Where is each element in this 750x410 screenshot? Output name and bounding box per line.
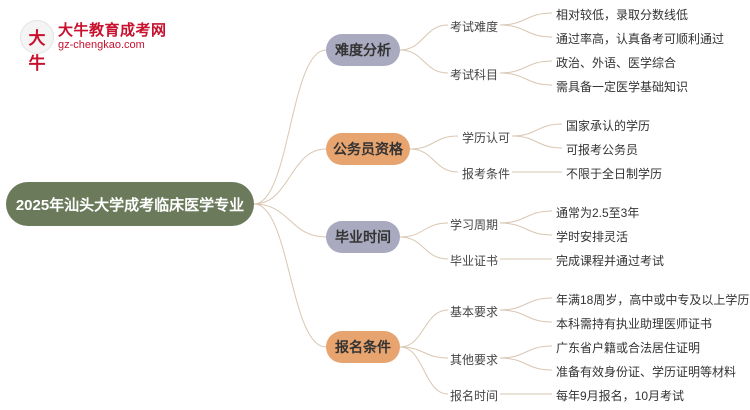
sub-node-study-period: 学习周期	[450, 218, 499, 232]
branch-node-registration: 报名条件	[326, 331, 400, 363]
sub-node-registration-time: 报名时间	[450, 389, 499, 403]
logo-icon: 大牛	[20, 20, 54, 74]
leaf-node: 通过率高，认真备考可顺利通过	[556, 32, 725, 46]
sub-node-basic-requirements: 基本要求	[450, 305, 499, 319]
branch-connector	[399, 346, 449, 395]
leaf-node: 不限于全日制学历	[566, 167, 663, 181]
leaf-node: 年满18周岁，高中或中专及以上学历	[556, 293, 750, 307]
sub-connector	[499, 357, 553, 371]
logo-title: 大牛教育成考网	[58, 22, 167, 39]
branch-node-difficulty: 难度分析	[326, 34, 400, 66]
branch-connector	[399, 346, 449, 359]
branch-connector	[399, 236, 449, 260]
root-connector	[253, 49, 327, 205]
sub-node-apply-conditions: 报考条件	[462, 167, 511, 181]
sub-connector	[499, 72, 553, 86]
sub-connector	[499, 297, 553, 311]
sub-connector	[499, 345, 553, 359]
leaf-node: 广东省户籍或合法居住证明	[556, 341, 701, 355]
leaf-node: 每年9月报名，10月考试	[556, 389, 685, 403]
sub-node-degree-recognition: 学历认可	[462, 131, 511, 145]
sub-node-diploma: 毕业证书	[450, 254, 499, 268]
leaf-node: 本科需持有执业助理医师证书	[556, 317, 713, 331]
branch-node-graduation: 毕业时间	[326, 221, 400, 253]
sub-connector	[499, 309, 553, 323]
sub-connector	[499, 222, 553, 236]
branch-connector	[409, 135, 459, 150]
branch-connector	[399, 49, 449, 74]
leaf-node: 通常为2.5至3年	[556, 206, 640, 220]
root-node: 2025年汕头大学成考临床医学专业	[6, 182, 254, 226]
leaf-node: 政治、外语、医学综合	[556, 56, 677, 70]
root-connector	[253, 148, 327, 205]
sub-node-other-requirements: 其他要求	[450, 353, 499, 367]
sub-connector	[499, 12, 553, 26]
branch-connector	[409, 148, 459, 173]
branch-connector	[399, 24, 449, 51]
leaf-node: 需具备一定医学基础知识	[556, 80, 689, 94]
sub-connector	[511, 123, 563, 137]
sub-connector	[499, 210, 553, 224]
root-connector	[253, 203, 327, 238]
sub-connector	[511, 135, 563, 149]
sub-node-exam-difficulty: 考试难度	[450, 20, 499, 34]
sub-node-exam-subjects: 考试科目	[450, 68, 499, 82]
sub-connector	[499, 24, 553, 38]
root-connector	[253, 203, 327, 348]
leaf-node: 完成课程并通过考试	[556, 254, 665, 268]
branch-connector	[399, 309, 449, 348]
logo-glyph: 大牛	[28, 29, 46, 74]
leaf-node: 可报考公务员	[566, 143, 639, 157]
branch-node-civil-servant: 公务员资格	[326, 133, 410, 165]
leaf-node: 学时安排灵活	[556, 230, 629, 244]
logo-url: gz-chengkao.com	[58, 39, 145, 51]
leaf-node: 相对较低，录取分数线低	[556, 8, 689, 22]
branch-connector	[399, 222, 449, 238]
sub-connector	[499, 60, 553, 74]
leaf-node: 准备有效身份证、学历证明等材料	[556, 365, 737, 379]
leaf-node: 国家承认的学历	[566, 119, 651, 133]
